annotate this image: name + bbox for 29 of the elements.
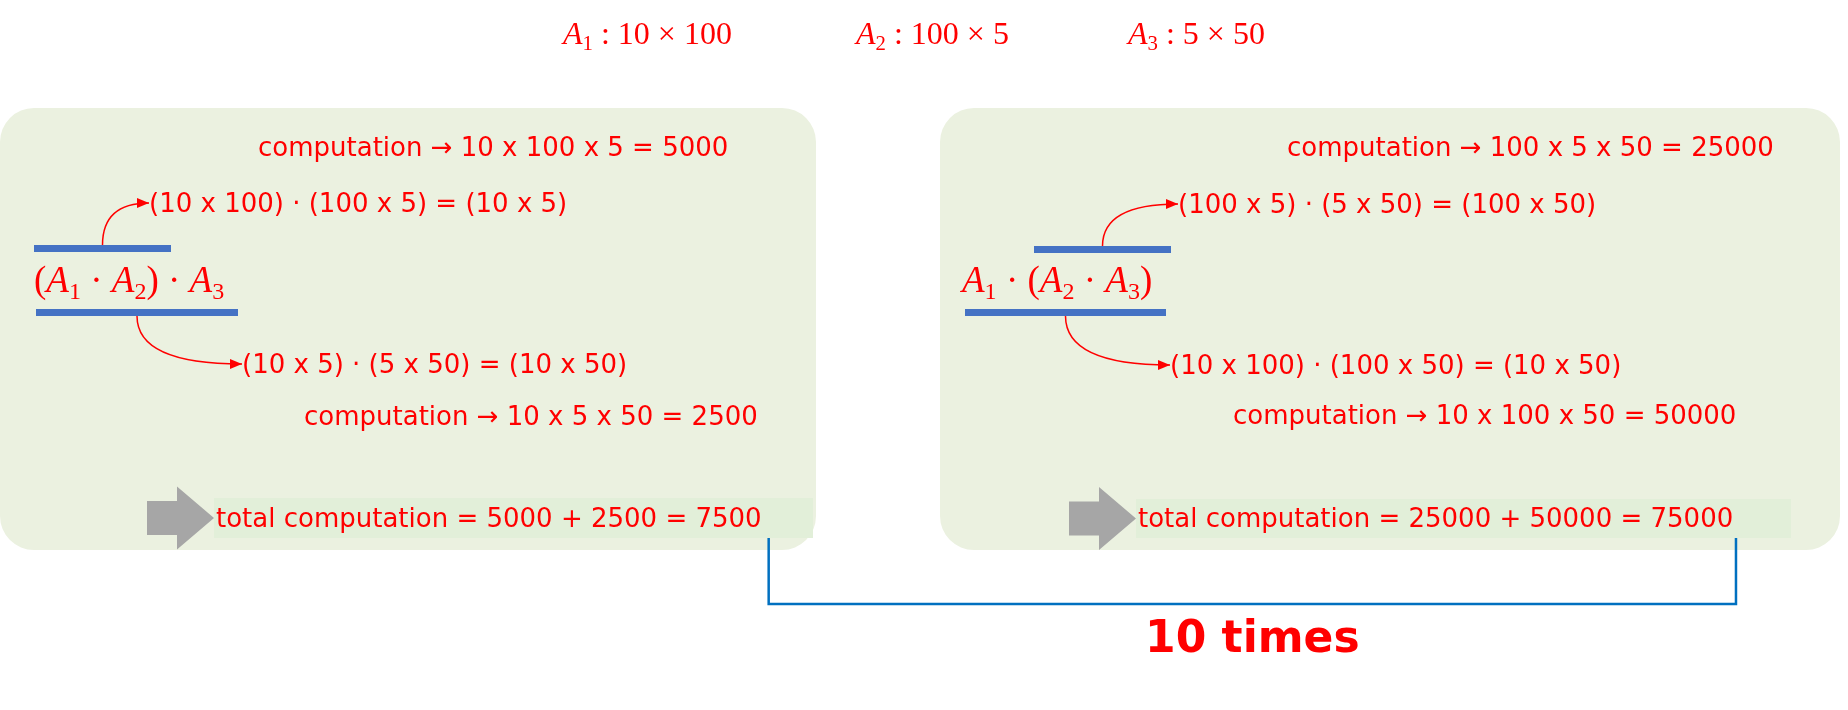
computation-text: computation → 10 x 100 x 50 = 50000 — [1233, 399, 1737, 431]
result-highlight: total computation = 5000 + 2500 = 7500 — [214, 498, 813, 538]
panel — [0, 108, 816, 550]
formula-text: A$_{1}$ · (A$_{2}$ · A$_{3}$) — [962, 258, 1153, 303]
computation-text: computation → 10 x 100 x 5 = 5000 — [258, 131, 729, 163]
overline-bar — [1034, 246, 1171, 253]
equation-text: (10 x 5) · (5 x 50) = (10 x 50) — [242, 348, 628, 380]
curved-arrow — [136, 315, 243, 369]
curved-arrow — [1064, 315, 1171, 370]
block-arrow — [1069, 487, 1136, 550]
matrix-size-label: A$_{3}$ : 5 × 50 — [1128, 14, 1265, 54]
underline-bar — [36, 309, 238, 316]
curved-arrow — [1101, 199, 1179, 247]
equation-text: (10 x 100) · (100 x 5) = (10 x 5) — [149, 187, 568, 219]
overline-bar — [34, 245, 171, 252]
result-highlight: total computation = 25000 + 50000 = 75000 — [1136, 499, 1791, 538]
panel — [940, 108, 1840, 550]
edge-label: 10 times — [1145, 611, 1360, 663]
bracket-line — [767, 538, 1738, 606]
computation-text: computation → 100 x 5 x 50 = 25000 — [1287, 131, 1774, 163]
matrix-size-label: A$_{2}$ : 100 × 5 — [856, 14, 1009, 54]
computation-text: computation → 10 x 5 x 50 = 2500 — [304, 400, 758, 432]
equation-text: (100 x 5) · (5 x 50) = (100 x 50) — [1178, 188, 1597, 220]
block-arrow — [147, 486, 214, 550]
underline-bar — [965, 309, 1166, 316]
curved-arrow — [101, 198, 150, 246]
matrix-size-label: A$_{1}$ : 10 × 100 — [563, 14, 732, 54]
equation-text: (10 x 100) · (100 x 50) = (10 x 50) — [1170, 349, 1622, 381]
formula-text: (A$_{1}$ · A$_{2}$) · A$_{3}$ — [34, 258, 225, 303]
